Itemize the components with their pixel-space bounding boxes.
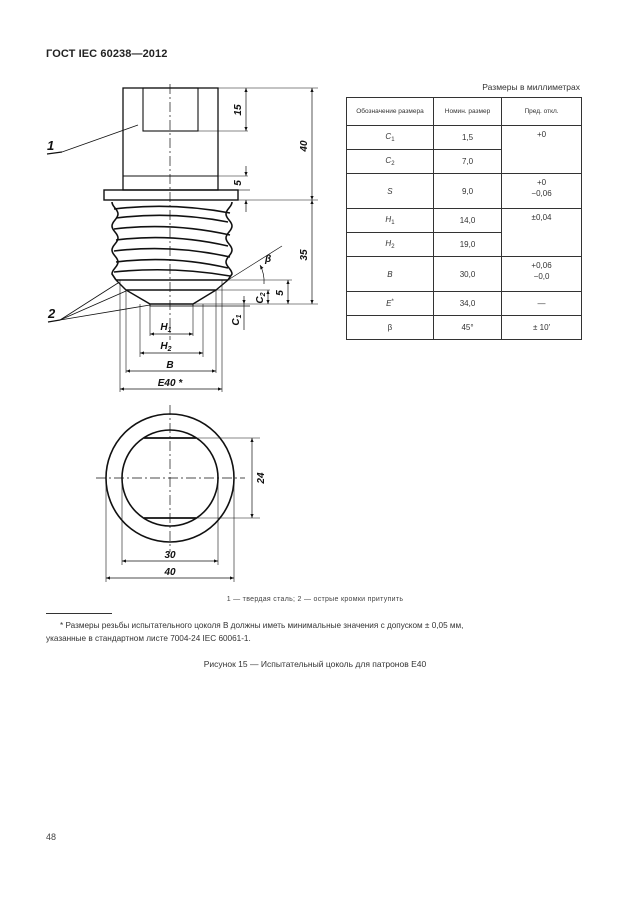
- tolerance-cell: +0: [501, 125, 582, 174]
- nominal-cell: 7,0: [432, 149, 503, 174]
- dim-c1: C1: [231, 314, 243, 325]
- table-row: β 45° ± 10′: [346, 315, 582, 340]
- table-header: Обозначение размера: [346, 97, 434, 126]
- shank-body: [122, 87, 219, 191]
- dim-35: 35: [299, 249, 310, 261]
- symbol-cell: H2: [346, 232, 434, 257]
- callout-2: 2: [47, 306, 56, 321]
- symbol-cell: S: [346, 173, 434, 209]
- nominal-cell: 34,0: [432, 291, 503, 316]
- dim-15: 15: [233, 104, 244, 116]
- technical-drawing: 1 2 15 40 5 35 5 β C2 C1 H1 H2 B E40 * 2…: [46, 84, 318, 582]
- symbol-cell: C1: [346, 125, 434, 150]
- table-header-row: Обозначение размера Номин. размер Пред. …: [346, 97, 582, 126]
- nominal-cell: 9,0: [432, 173, 503, 209]
- table-row: C2 7,0: [346, 149, 582, 174]
- figure-legend: 1 — твердая сталь; 2 — острые кромки при…: [226, 596, 404, 603]
- table-row: H1 14,0 ±0,04: [346, 208, 582, 257]
- svg-text:C2: C2: [255, 292, 267, 303]
- symbol-cell: H1: [346, 208, 434, 233]
- footnote-divider: [46, 613, 112, 614]
- top-slot: [142, 87, 199, 132]
- dim-beta: β: [264, 254, 271, 265]
- table-header: Пред. откл.: [501, 97, 582, 126]
- nominal-cell: 30,0: [432, 256, 503, 292]
- symbol-cell: B: [346, 256, 434, 292]
- dim-40-height: 40: [299, 140, 310, 153]
- dim-b: B: [166, 360, 173, 371]
- table-row: S 9,0 +0−0,06: [346, 173, 582, 209]
- symbol-cell: β: [346, 315, 434, 340]
- dim-40-width: 40: [163, 567, 176, 578]
- flange: [103, 189, 239, 201]
- table-row: B 30,0 +0,06−0,0: [346, 256, 582, 292]
- callout-1: 1: [47, 138, 54, 153]
- dim-c2: C2: [255, 292, 267, 303]
- dim-5-lower: 5: [275, 290, 286, 296]
- tolerance-cell: +0−0,06: [501, 173, 582, 209]
- leader-1: [61, 124, 139, 153]
- footnote-line: указанные в стандартном листе 7004-24 IE…: [46, 633, 251, 643]
- figure-caption: Рисунок 15 — Испытательный цоколь для па…: [203, 659, 427, 669]
- table-row: C1 1,5 +0: [346, 125, 582, 174]
- dim-e40: E40 *: [158, 378, 184, 389]
- table-row: E* 34,0 —: [346, 291, 582, 316]
- dim-5-upper: 5: [233, 180, 244, 186]
- thread-profile: [111, 201, 233, 281]
- page-number: 48: [46, 832, 57, 842]
- table-header: Номин. размер: [432, 97, 503, 126]
- tolerance-cell: +0,06−0,0: [501, 256, 582, 292]
- symbol-cell: C2: [346, 149, 434, 174]
- tolerance-cell: —: [501, 291, 582, 316]
- symbol-cell: E*: [346, 291, 434, 316]
- nominal-cell: 14,0: [432, 208, 503, 233]
- nominal-cell: 45°: [432, 315, 503, 340]
- footnote: * Размеры резьбы испытательного цоколя B…: [46, 620, 584, 645]
- dim-24: 24: [256, 472, 267, 485]
- dim-h1: H1: [160, 322, 171, 334]
- svg-text:C1: C1: [231, 314, 243, 325]
- tolerance-cell: ± 10′: [501, 315, 582, 340]
- nominal-cell: 1,5: [432, 125, 503, 150]
- tolerance-cell: ±0,04: [501, 208, 582, 257]
- dim-h2: H2: [160, 341, 171, 353]
- nominal-cell: 19,0: [432, 232, 503, 257]
- document-header: ГОСТ IEC 60238—2012: [46, 48, 168, 60]
- units-note: Размеры в миллиметрах: [482, 82, 580, 92]
- dimensions-table: Обозначение размера Номин. размер Пред. …: [346, 97, 582, 340]
- chamfer: [115, 279, 229, 291]
- dim-30: 30: [164, 550, 176, 561]
- footnote-line: * Размеры резьбы испытательного цоколя B…: [60, 621, 464, 630]
